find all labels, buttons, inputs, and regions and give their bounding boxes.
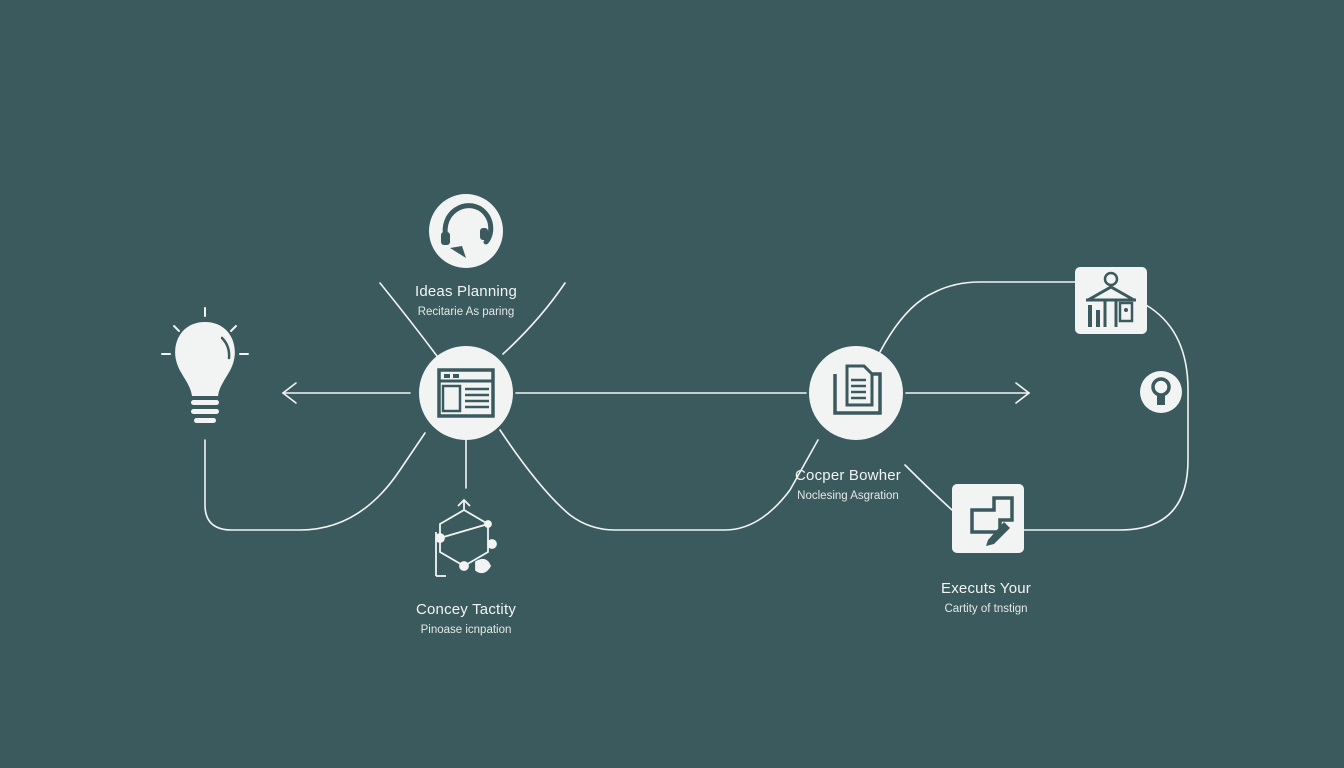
browser-window-icon — [419, 346, 513, 440]
document-icon — [809, 346, 903, 440]
node-subtitle: Noclesing Asgration — [797, 490, 899, 502]
edit-box-icon — [952, 484, 1024, 553]
headset-icon — [429, 194, 503, 268]
small-bulb-icon — [1140, 371, 1182, 413]
building-user-icon — [1075, 267, 1147, 334]
connector-right-loop — [1023, 304, 1189, 531]
connector-document-to-edit — [904, 464, 953, 511]
node-title: Ideas Planning — [414, 283, 518, 300]
node-label-concey-tactity: Concey Tactity Pinoase icnpation — [388, 601, 544, 636]
connector-lines — [204, 281, 1189, 531]
lightbulb-icon — [161, 307, 249, 423]
connector-hub-up-right — [502, 282, 566, 355]
connector-document-to-building — [879, 281, 1076, 353]
node-title: Cocper Bowher — [795, 467, 901, 484]
node-label-cocper-bowher: Cocper Bowher Noclesing Asgration — [768, 467, 928, 502]
node-title: Executs Your — [941, 580, 1031, 597]
connector-lower-curve — [499, 429, 819, 531]
connector-bulb-to-hub — [204, 432, 426, 531]
node-label-executs-your: Executs Your Cartity of tnstign — [908, 580, 1064, 615]
node-subtitle: Cartity of tnstign — [944, 603, 1028, 615]
network-cycle-icon — [435, 498, 497, 577]
arrow-left-head — [281, 382, 297, 404]
node-label-ideas-planning: Ideas Planning Recitarie As paring — [388, 283, 544, 318]
arrow-right-head — [1015, 382, 1031, 404]
connector-hub-up-left — [379, 282, 438, 357]
node-subtitle: Pinoase icnpation — [420, 624, 512, 636]
node-title: Concey Tactity — [415, 601, 517, 618]
node-subtitle: Recitarie As paring — [417, 306, 515, 318]
